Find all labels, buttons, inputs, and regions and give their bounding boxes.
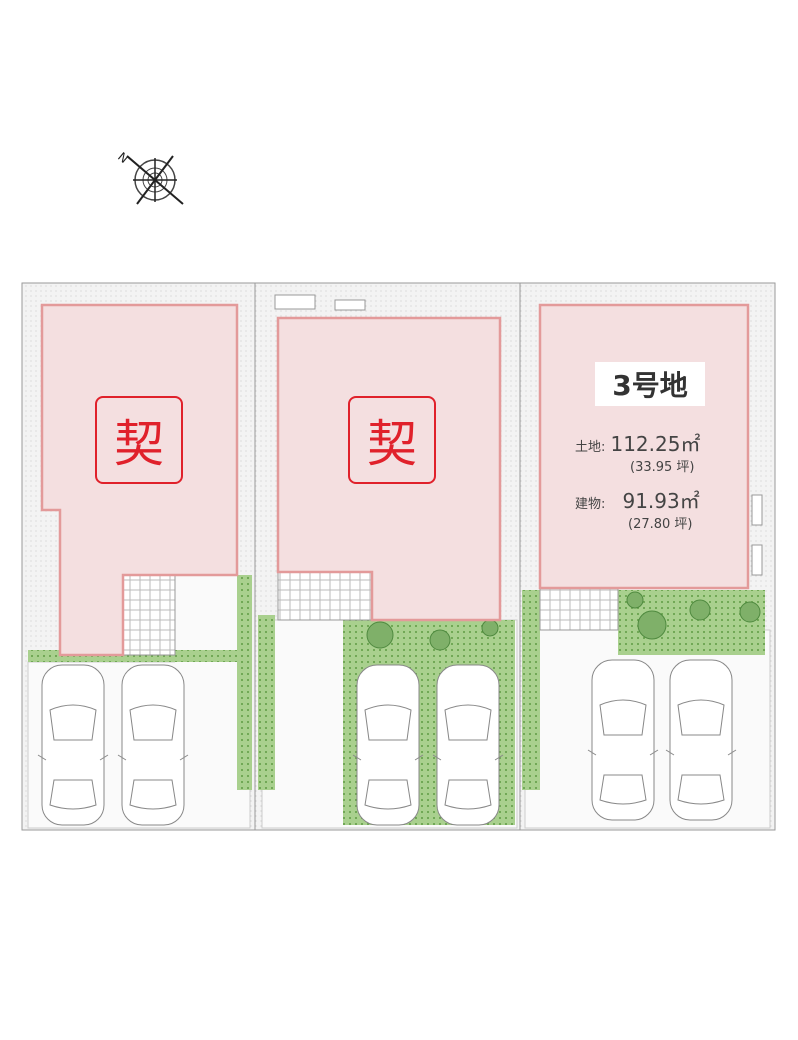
- lot-3-label: 3号地: [595, 362, 705, 406]
- contract-stamp-lot-2: 契: [348, 396, 436, 484]
- land-tsubo: (33.95 坪): [630, 460, 695, 475]
- car: [432, 664, 504, 826]
- north-label: N: [115, 150, 131, 166]
- shrubs: [366, 591, 761, 651]
- car: [117, 664, 189, 826]
- land-label: 土地:: [575, 440, 606, 455]
- house-lot-2: [276, 316, 502, 622]
- building-tsubo: (27.80 坪): [628, 517, 693, 532]
- car: [665, 659, 737, 821]
- car: [587, 659, 659, 821]
- building-label: 建物:: [575, 497, 606, 512]
- house-lot-1: [40, 303, 239, 657]
- land-area: 112.25㎡: [610, 432, 701, 456]
- building-area: 91.93㎡: [622, 489, 700, 513]
- car: [37, 664, 109, 826]
- car: [352, 664, 424, 826]
- compass-icon: N: [115, 150, 184, 205]
- contract-stamp-lot-1: 契: [95, 396, 183, 484]
